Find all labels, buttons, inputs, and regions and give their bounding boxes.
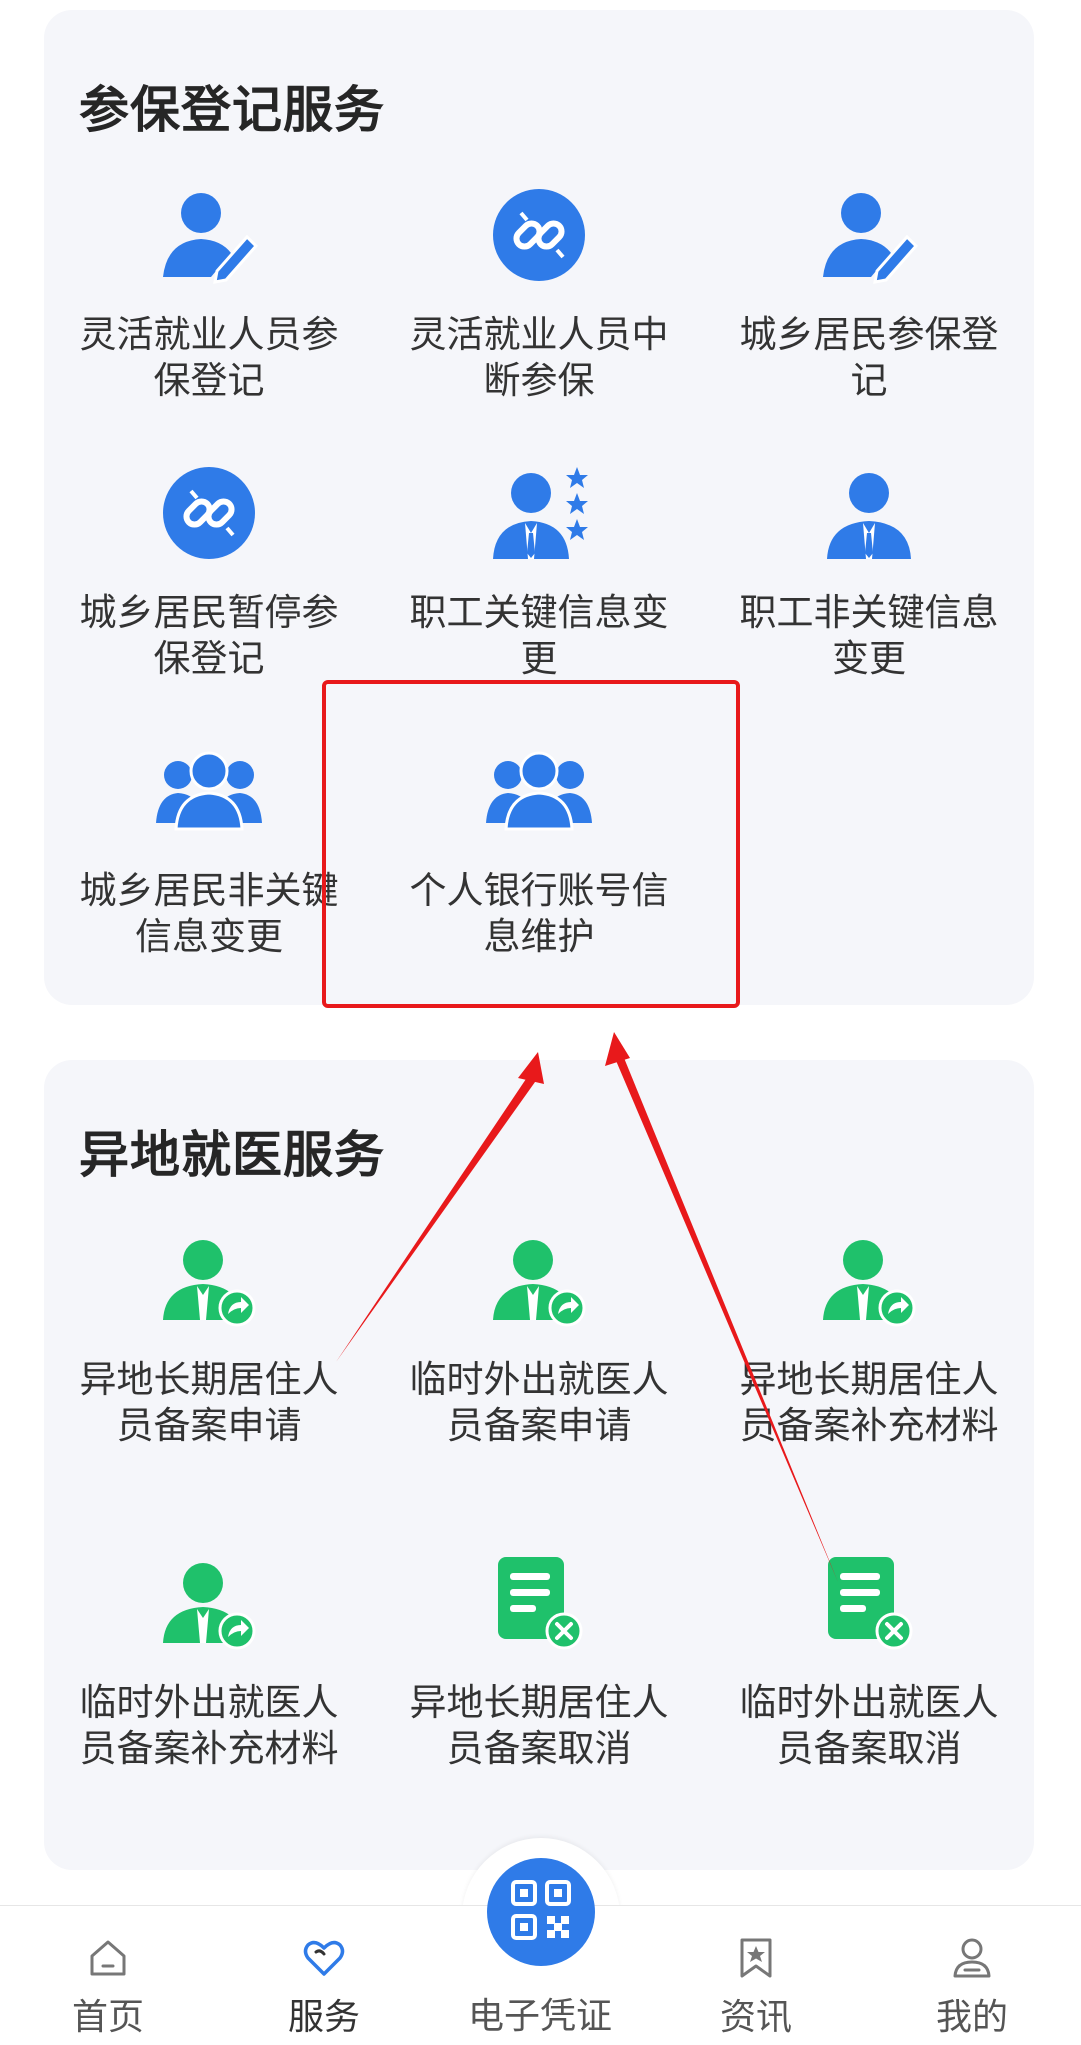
home-icon	[84, 1934, 132, 1982]
service-item-resident-pause[interactable]: 城乡居民暂停参保登记	[44, 458, 374, 682]
arrow-right-head	[605, 1032, 630, 1066]
user-icon	[948, 1934, 996, 1982]
service-item-long-stay-apply[interactable]: 异地长期居住人员备案申请	[44, 1225, 374, 1449]
tab-label: 我的	[935, 1997, 1008, 2038]
highlight-box	[322, 680, 740, 1008]
service-item-label: 职工关键信息变更	[409, 591, 669, 680]
service-item-flexible-suspend[interactable]: 灵活就业人员中断参保	[374, 180, 704, 404]
broken-link-icon	[484, 180, 594, 290]
tab-home[interactable]: 首页	[8, 1906, 208, 2045]
person-tie-icon	[814, 458, 924, 568]
qr-code-icon	[511, 1880, 571, 1944]
service-item-label: 城乡居民参保登记	[739, 313, 999, 402]
service-item-resident-enroll[interactable]: 城乡居民参保登记	[704, 180, 1034, 404]
service-item-bank-account[interactable]: 个人银行账号信息维护	[374, 736, 704, 960]
tab-services[interactable]: 服务	[224, 1906, 424, 2045]
service-item-label: 城乡居民暂停参保登记	[79, 591, 339, 680]
service-item-worker-nonkey-change[interactable]: 职工非关键信息变更	[704, 458, 1034, 682]
tab-label: 资讯	[719, 1997, 792, 2038]
service-item-label: 临时外出就医人员备案取消	[739, 1681, 999, 1770]
section-title-remote-medical: 异地就医服务	[79, 1126, 385, 1184]
service-item-resident-nonkey-change[interactable]: 城乡居民非关键信息变更	[44, 736, 374, 960]
service-item-label: 异地长期居住人员备案申请	[79, 1358, 339, 1447]
remote-medical-section: 异地就医服务 异地长期居住人员备案申请 临时外出就医人员备案申请	[44, 1060, 1034, 1870]
arrow-left-head	[518, 1052, 544, 1084]
person-share-icon	[814, 1225, 924, 1335]
service-item-worker-key-change[interactable]: 职工关键信息变更	[374, 458, 704, 682]
arrow-left-shaft	[336, 1070, 540, 1362]
arrow-right-shaft	[614, 1053, 838, 1582]
service-item-temp-out-supplement[interactable]: 临时外出就医人员备案补充材料	[44, 1548, 374, 1772]
group-icon	[154, 736, 264, 846]
heart-icon	[300, 1934, 348, 1982]
e-certificate-label[interactable]: 电子凭证	[467, 1996, 612, 2037]
tab-label: 服务	[287, 1997, 360, 2038]
tab-label: 首页	[71, 1997, 144, 2038]
service-item-long-stay-cancel[interactable]: 异地长期居住人员备案取消	[374, 1548, 704, 1772]
service-item-label: 异地长期居住人员备案取消	[409, 1681, 669, 1770]
service-item-label: 职工非关键信息变更	[739, 591, 999, 680]
person-edit-icon	[154, 180, 264, 290]
person-share-icon	[154, 1225, 264, 1335]
service-item-temp-out-apply[interactable]: 临时外出就医人员备案申请	[374, 1225, 704, 1449]
service-item-label: 个人银行账号信息维护	[409, 869, 669, 958]
service-item-label: 临时外出就医人员备案申请	[409, 1358, 669, 1447]
person-share-icon	[154, 1548, 264, 1658]
person-share-icon	[484, 1225, 594, 1335]
section-title-enrollment: 参保登记服务	[79, 81, 385, 139]
document-cancel-icon	[484, 1548, 594, 1658]
service-item-flexible-enroll[interactable]: 灵活就业人员参保登记	[44, 180, 374, 404]
e-certificate-button[interactable]	[487, 1858, 595, 1966]
document-cancel-icon	[814, 1548, 924, 1658]
service-item-label: 灵活就业人员中断参保	[409, 313, 669, 402]
service-item-long-stay-supplement[interactable]: 异地长期居住人员备案补充材料	[704, 1225, 1034, 1449]
service-item-label: 异地长期居住人员备案补充材料	[739, 1358, 999, 1447]
group-icon	[484, 736, 594, 846]
bookmark-star-icon	[732, 1934, 780, 1982]
tab-mine[interactable]: 我的	[872, 1906, 1072, 2045]
broken-link-icon	[154, 458, 264, 568]
person-stars-icon	[484, 458, 594, 568]
enrollment-section: 参保登记服务 灵活就业人员参保登记 灵活就业人员中断参保	[44, 10, 1034, 1005]
tab-news[interactable]: 资讯	[656, 1906, 856, 2045]
person-edit-icon	[814, 180, 924, 290]
service-item-label: 灵活就业人员参保登记	[79, 313, 339, 402]
service-item-label: 城乡居民非关键信息变更	[79, 869, 339, 958]
service-item-temp-out-cancel[interactable]: 临时外出就医人员备案取消	[704, 1548, 1034, 1772]
service-item-label: 临时外出就医人员备案补充材料	[79, 1681, 339, 1770]
